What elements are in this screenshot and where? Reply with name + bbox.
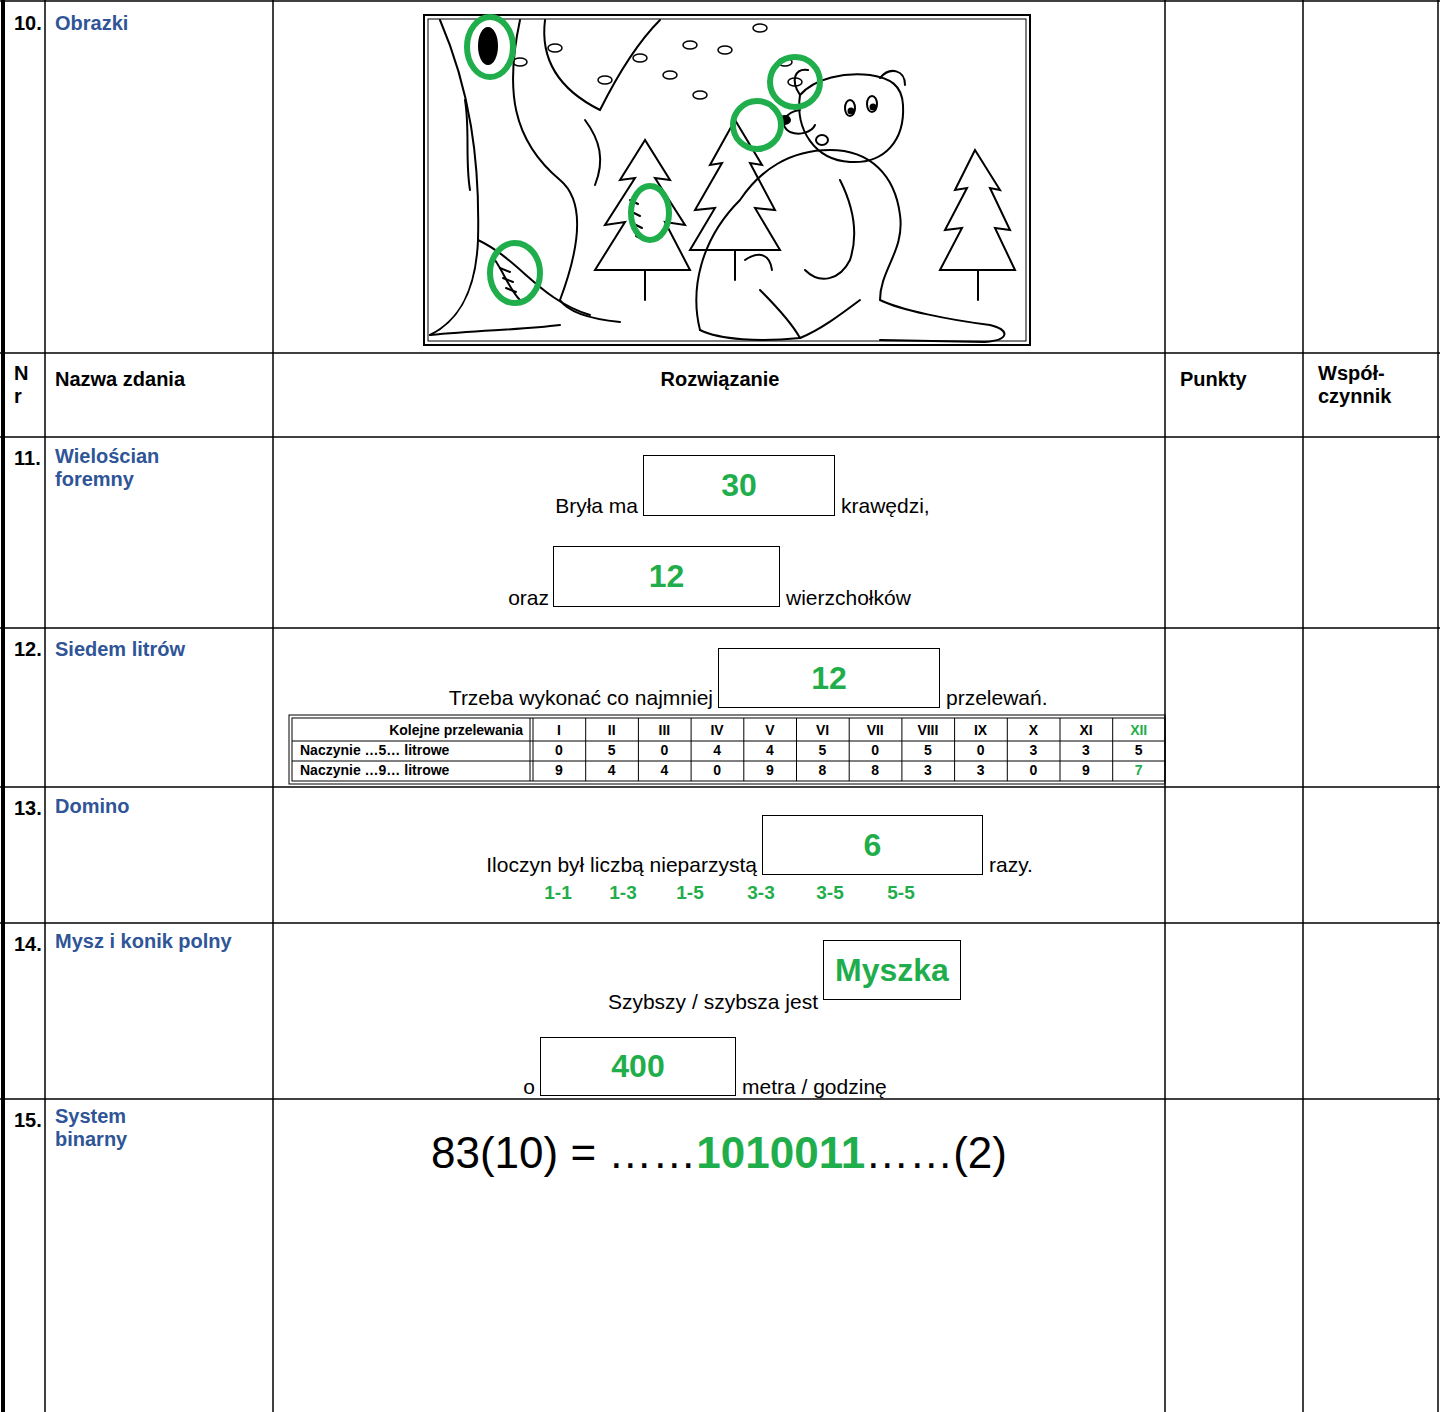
table-cell: VII [867, 722, 884, 738]
answer-text: przelewań. [946, 686, 1048, 710]
table-cell: 5 [924, 742, 932, 758]
row-number: 11. [14, 447, 41, 470]
answer-text: Bryła ma [555, 494, 638, 518]
answer-text: o [523, 1075, 535, 1099]
answer-value: 400 [611, 1048, 664, 1085]
answer-value: 6 [864, 827, 882, 864]
answer-box: 400 [540, 1037, 736, 1096]
task-name: Mysz i konik polny [55, 930, 260, 953]
table-cell: 3 [1082, 742, 1090, 758]
answer-value: 12 [649, 558, 685, 595]
binary-line: 83(10) = ……1010011……(2) [273, 1128, 1165, 1178]
table-cell: 4 [713, 742, 721, 758]
table-cell: VIII [917, 722, 938, 738]
domino-pair: 1-5 [676, 882, 703, 904]
table-cell: 5 [1135, 742, 1143, 758]
table-cell: 8 [871, 762, 879, 778]
domino-pair: 1-3 [609, 882, 636, 904]
table-cell: 0 [871, 742, 879, 758]
table-cell: 3 [1029, 742, 1037, 758]
table-cell: XI [1079, 722, 1092, 738]
table-cell: 0 [713, 762, 721, 778]
table-cell: 4 [661, 762, 669, 778]
domino-pair: 3-3 [747, 882, 774, 904]
table-cell: VI [816, 722, 829, 738]
task-name: System binarny [55, 1105, 175, 1151]
table-cell: 0 [1029, 762, 1037, 778]
table-cell: 8 [819, 762, 827, 778]
answer-text: krawędzi, [841, 494, 930, 518]
table-cell: III [659, 722, 671, 738]
equation-text: 83(10) = …… [431, 1128, 696, 1178]
answer-text: Szybszy / szybsza jest [608, 990, 818, 1014]
table-cell: 7 [1135, 762, 1143, 778]
table-cell: 0 [661, 742, 669, 758]
table-cell: I [557, 722, 561, 738]
header-cell: Rozwiązanie [661, 368, 780, 391]
row-number: 15. [14, 1109, 42, 1132]
table-cell: IX [974, 722, 987, 738]
row-number: 10. [14, 12, 42, 35]
table-cell: X [1029, 722, 1038, 738]
task-name: Domino [55, 795, 129, 818]
table-cell: V [765, 722, 774, 738]
domino-pair: 1-1 [544, 882, 571, 904]
domino-pair: 5-5 [887, 882, 914, 904]
answer-text: razy. [989, 853, 1033, 877]
equation-text: ……(2) [865, 1128, 1007, 1178]
table-cell: 4 [608, 762, 616, 778]
answer-box: Myszka [823, 940, 961, 1000]
header-cell: Nazwa zdania [55, 368, 185, 391]
answer-text: Iloczyn był liczbą nieparzystą [486, 853, 757, 877]
answer-value: 1010011 [696, 1128, 865, 1178]
answer-box: 12 [553, 546, 780, 607]
table-cell: 9 [766, 762, 774, 778]
answer-box: 6 [762, 815, 983, 875]
domino-pair: 3-5 [816, 882, 843, 904]
row-number: 14. [14, 933, 42, 956]
table-row-header: Naczynie …5… litrowe [300, 742, 449, 758]
answer-box: 30 [643, 455, 835, 516]
table-cell: XII [1130, 722, 1147, 738]
answer-text: metra / godzinę [742, 1075, 887, 1099]
answer-value: 12 [811, 660, 847, 697]
table-cell: 9 [555, 762, 563, 778]
row-number: 13. [14, 797, 42, 820]
table-cell: IV [710, 722, 723, 738]
answer-text: wierzchołków [786, 586, 911, 610]
table-cell: 5 [819, 742, 827, 758]
table-cell: 0 [977, 742, 985, 758]
table-cell: 0 [555, 742, 563, 758]
table-cell: 4 [766, 742, 774, 758]
header-cell: N r [14, 362, 32, 408]
table-cell: 3 [924, 762, 932, 778]
task-name: Siedem litrów [55, 638, 185, 661]
table-cell: 5 [608, 742, 616, 758]
answer-box: 12 [718, 648, 940, 708]
table-header: Kolejne przelewania [389, 722, 523, 738]
table-cell: 3 [977, 762, 985, 778]
table-cell: 9 [1082, 762, 1090, 778]
answer-text: oraz [508, 586, 549, 610]
task-name: Obrazki [55, 12, 128, 35]
answer-text: Trzeba wykonać co najmniej [449, 686, 713, 710]
table-cell: II [608, 722, 616, 738]
row-number: 12. [14, 638, 42, 661]
table-row-header: Naczynie …9… litrowe [300, 762, 449, 778]
header-cell: Współ- czynnik [1318, 362, 1428, 408]
answer-value: Myszka [835, 952, 949, 989]
header-cell: Punkty [1180, 368, 1247, 391]
task-name: Wielościan foremny [55, 445, 205, 491]
answer-value: 30 [721, 467, 757, 504]
